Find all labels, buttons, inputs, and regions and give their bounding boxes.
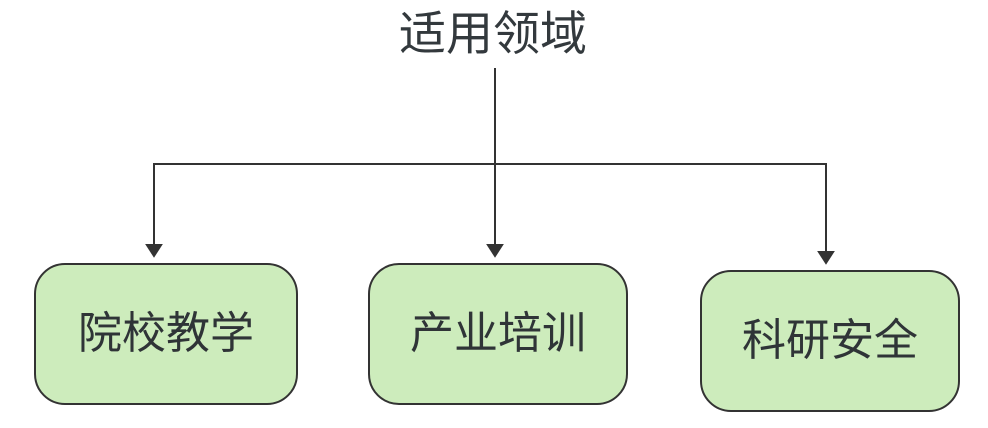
leaf-node-box-3[interactable] [700,270,960,412]
root-node-title: 适用领域 [0,7,988,62]
root-node-title-text: 适用领域 [399,7,587,62]
leaf-node-box-1[interactable] [34,263,298,405]
leaf-node-box-2[interactable] [368,263,628,405]
